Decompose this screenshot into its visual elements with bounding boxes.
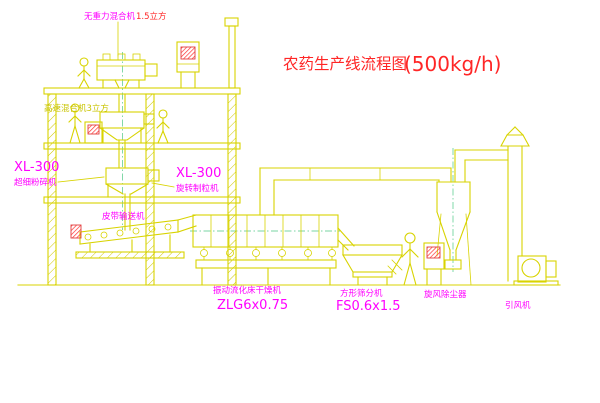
dryer-name-label: 振动流化床干燥机: [213, 285, 282, 296]
stack-cap: [500, 134, 530, 147]
sifter-model-label: FS0.6x1.5: [336, 299, 401, 314]
control-panel-mid: [84, 121, 103, 144]
operator-top-floor: [77, 57, 91, 89]
conveyor-base: [75, 251, 185, 259]
panel-screen: [87, 124, 100, 135]
panel-screen: [180, 46, 196, 60]
mill-model-label: XL-300: [14, 160, 59, 175]
operator-mid-floor-left: [68, 103, 82, 144]
dryer-springs: [200, 246, 336, 261]
control-panel-ground: [423, 242, 445, 286]
square-sifter: [342, 244, 403, 286]
cyclone-separator: [436, 149, 509, 286]
hoist-mast: [228, 25, 236, 89]
panel-screen: [426, 246, 441, 259]
conveyor-label: 皮带输送机: [102, 211, 145, 222]
exhaust-stack: [500, 126, 530, 282]
operator-mid-floor-right: [156, 109, 170, 144]
hoist-cap: [224, 17, 239, 27]
granulator-model-label: XL-300: [176, 166, 221, 181]
kneader-label: 无重力混合机: [84, 11, 136, 22]
floor-beam-low: [43, 196, 241, 204]
high-speed-mixer: [99, 111, 155, 169]
control-panel-top: [176, 41, 200, 89]
kneader-motor: [144, 63, 158, 77]
column-left: [47, 93, 57, 286]
rotary-granulator: [105, 167, 160, 231]
floor-beam-top: [43, 87, 241, 95]
exhaust-duct: [259, 167, 452, 216]
diagram-title: 农药生产线流程图: [283, 55, 407, 73]
diagram-capacity: (500kg/h): [404, 52, 501, 76]
cyclone-label: 旋风除尘器: [424, 289, 467, 300]
leader-lines: [57, 21, 175, 188]
centerlines: [122, 52, 454, 272]
rotary-valve: [444, 259, 462, 270]
induced-draft-fan: [513, 255, 559, 286]
kneader-mixer: [96, 53, 158, 113]
mill-name-label: 超细粉碎机: [14, 177, 57, 188]
conveyor-drive: [70, 224, 82, 239]
dryer-base-frame: [195, 259, 337, 269]
fan-motor: [545, 260, 557, 278]
fluid-bed-dryer: [192, 214, 355, 286]
mixer-motor: [143, 113, 155, 125]
dryer-model-label: ZLG6x0.75: [217, 298, 288, 313]
mixer-label: 高速混合机3立方: [44, 103, 109, 114]
building-frame: [17, 17, 561, 286]
sifter-name-label: 方形筛分机: [340, 288, 383, 299]
kneader-size-label: 1.5立方: [136, 11, 167, 22]
granulator-name-label: 旋转制粒机: [176, 183, 219, 194]
floor-beam-mid: [43, 142, 241, 150]
operator-ground: [401, 232, 419, 286]
granulator-motor: [147, 169, 160, 182]
fan-label: 引风机: [505, 300, 531, 311]
fan-base: [513, 280, 559, 286]
